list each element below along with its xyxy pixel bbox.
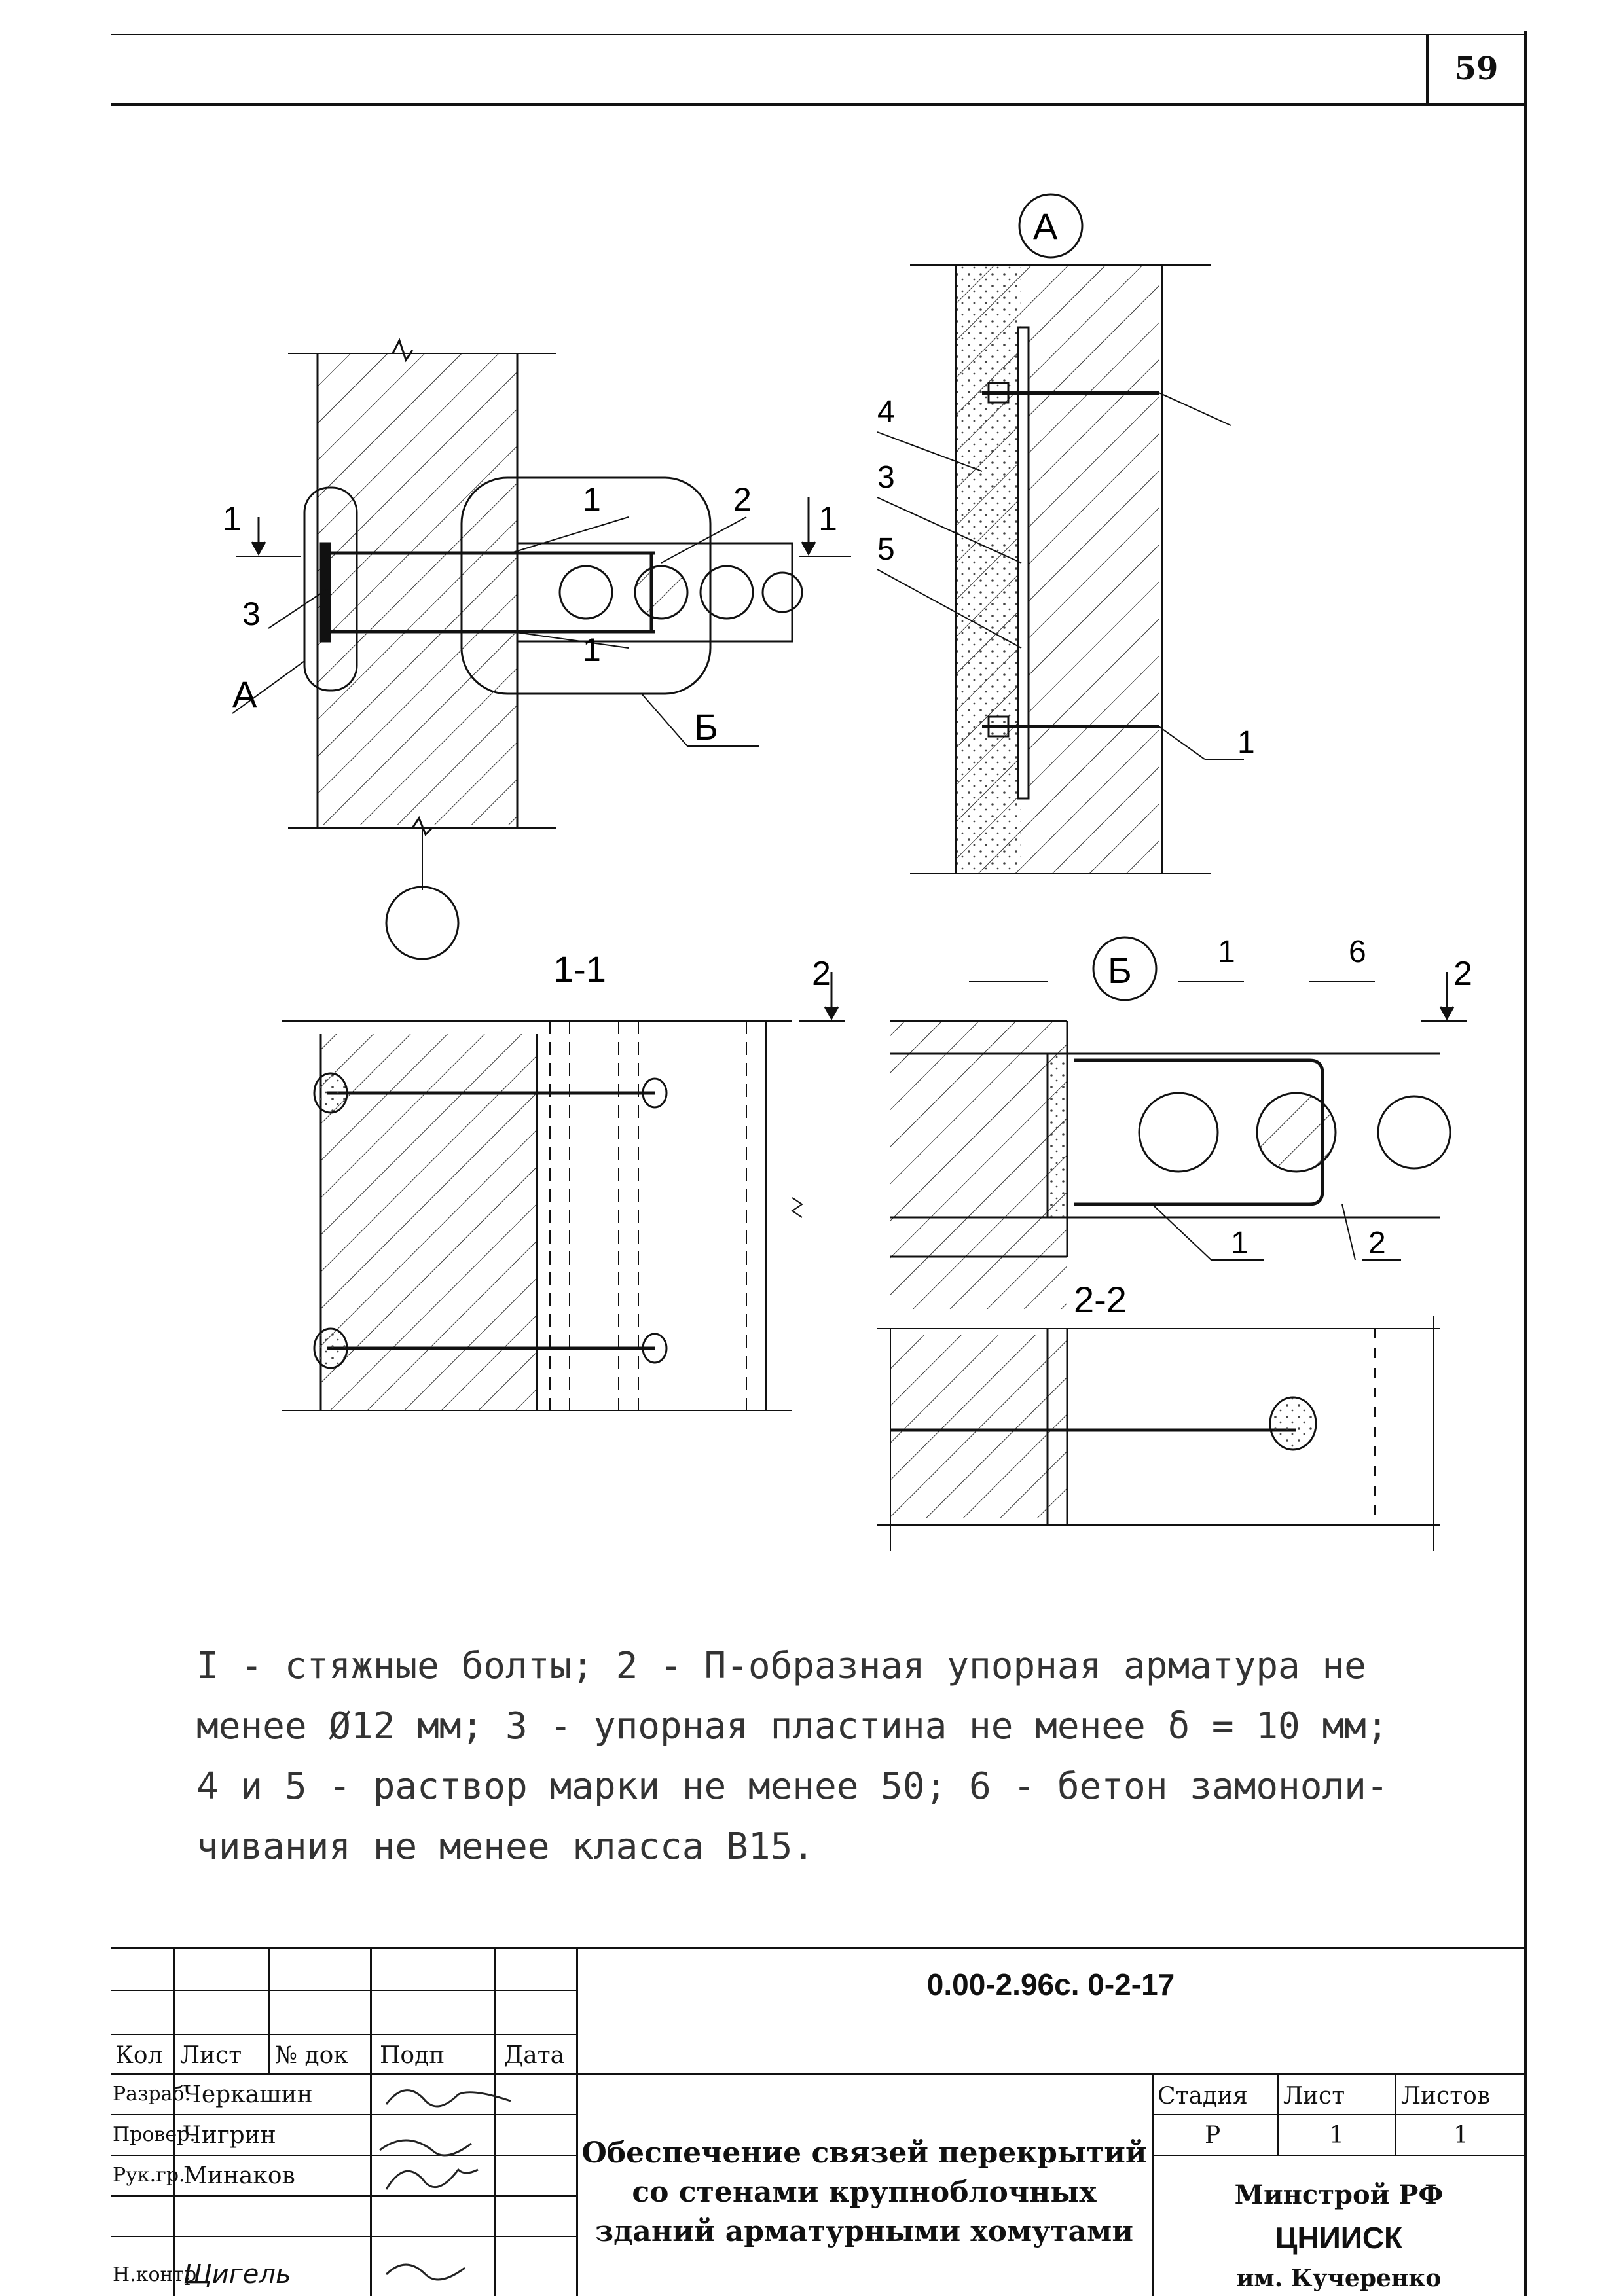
detail-a-label-3: 3 [877,460,895,495]
detail-b-callout: Б [1108,950,1132,991]
tb-line [111,2034,576,2035]
legend-line: 4 и 5 - раствор марки не менее 50; 6 - б… [196,1765,1389,1808]
plan-label-3: 3 [242,596,261,632]
frame-top-line [111,103,1525,106]
tb-header-data: Дата [504,2042,565,2069]
tb-header-kol: Кол [115,2042,163,2069]
plan-callout-a: A [232,673,257,715]
tb-role: Провер. [113,2123,196,2146]
signatures [379,2089,511,2281]
tb-name: Черкашин [183,2081,313,2108]
frame-top-thin-line [111,34,1525,35]
tb-vline [1395,2073,1396,2155]
page-number: 59 [1426,34,1524,103]
tb-header-podp: Подп [380,2042,445,2069]
org-ministry: Минстрой РФ [1234,2179,1444,2210]
tb-stage-header: Стадия [1158,2083,1248,2109]
tb-header-ndoc: № док [275,2042,348,2069]
tb-vline [370,1947,372,2296]
tb-top-line [111,1947,1525,1949]
plan-label-2: 2 [733,481,752,518]
tb-line [111,2155,576,2156]
document-title: Обеспечение связей перекрытий со стенами… [581,2136,1147,2248]
org-institute: ЦНИИСК [1275,2221,1403,2255]
tb-vline [1277,2073,1279,2155]
detail-a [877,193,1244,874]
plan-label-1-bottom: 1 [583,632,601,668]
section-2-2-title: 2-2 [1074,1279,1127,1320]
document-code: 0.00-2.96с. 0-2-17 [926,1967,1175,2001]
tb-role: Разраб. [113,2083,191,2106]
plan-label-1-top: 1 [583,481,601,518]
detail-a-label-5: 5 [877,532,895,567]
tb-vline [494,1947,496,2296]
detail-a-label-4: 4 [877,395,895,429]
tb-line [111,2073,1525,2075]
detail-b-label-6: 6 [1349,935,1366,969]
technical-drawing: 1 1 3 A 1 1 2 Б A 4 3 5 1 [223,193,1472,1551]
plan-callout-b: Б [694,706,718,747]
legend-line: менее Ø12 мм; 3 - упорная пластина не ме… [196,1705,1389,1748]
tb-sheet: 1 [1329,2122,1344,2149]
tb-role: Рук.гр. [113,2164,185,2187]
tb-vline [576,1947,578,2296]
tb-vline [268,1947,270,2075]
tb-line [1152,2114,1525,2115]
tb-line [111,1990,576,1991]
frame-right-line [1524,31,1527,2296]
detail-b-label-1-bottom: 1 [1231,1226,1249,1261]
tb-vline [1152,2073,1154,2296]
tb-line [111,2236,576,2237]
section-1-1 [282,1020,803,1411]
legend-line: I - стяжные болты; 2 - П-образная упорна… [196,1645,1366,1687]
tb-line [111,2195,576,2197]
legend-line: чивания не менее класса В15. [196,1825,815,1868]
tb-sheets: 1 [1453,2122,1468,2149]
tb-header-list: Лист [180,2042,242,2069]
tb-line [111,2114,576,2115]
tb-sheets-header: Листов [1401,2083,1491,2109]
tb-vline [173,1947,175,2296]
section-1-1-title: 1-1 [553,948,606,990]
tb-name: Чигрин [183,2122,276,2149]
tb-name: Минаков [183,2162,295,2189]
detail-b-label-2: 2 [1368,1226,1386,1261]
cut-label-left: 1 [223,500,242,538]
detail-a-callout: A [1033,206,1058,247]
cut-2-left: 2 [812,955,831,993]
detail-a-label-1: 1 [1237,725,1255,760]
tb-stage: Р [1205,2122,1221,2149]
detail-b [799,936,1467,1551]
cut-2-right: 2 [1453,955,1472,993]
tb-line [1152,2155,1525,2156]
tb-sheet-header: Лист [1283,2083,1345,2109]
tb-role: Н.контр [113,2263,197,2286]
detail-b-label-1: 1 [1218,935,1235,969]
drawing-legend: I - стяжные болты; 2 - П-образная упорна… [196,1636,1440,1877]
plan-view [232,338,851,960]
cut-label-right: 1 [818,500,837,538]
org-named-after: им. Кучеренко [1236,2265,1442,2292]
tb-name: Щигель [183,2259,291,2289]
